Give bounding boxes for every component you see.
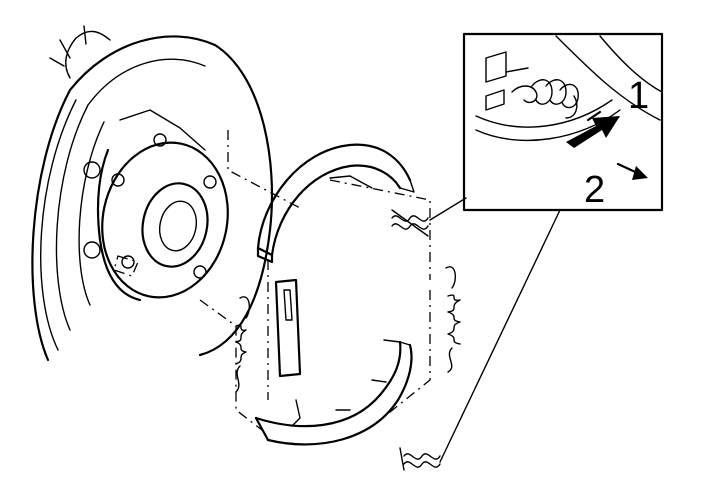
arrow-icon: [616, 162, 648, 180]
brake-rotor-icon: [31, 25, 274, 362]
return-spring-icon: [445, 266, 461, 373]
return-spring-icon: [235, 296, 251, 393]
inset-leader-lines: [429, 197, 561, 463]
detail-inset: [462, 32, 664, 212]
hold-down-spring-icon: [399, 447, 441, 471]
upper-brake-shoe: [256, 143, 415, 264]
arrow-icon: [566, 110, 620, 148]
wheel-hub-icon: [83, 109, 229, 302]
exploded-view-guides: [199, 130, 431, 431]
hold-down-spring-icon: [391, 209, 429, 237]
callout-1: 1: [628, 75, 649, 117]
callout-2: 2: [584, 169, 605, 211]
adjuster-strut-icon: [274, 278, 302, 378]
lower-brake-shoe: [254, 339, 413, 446]
